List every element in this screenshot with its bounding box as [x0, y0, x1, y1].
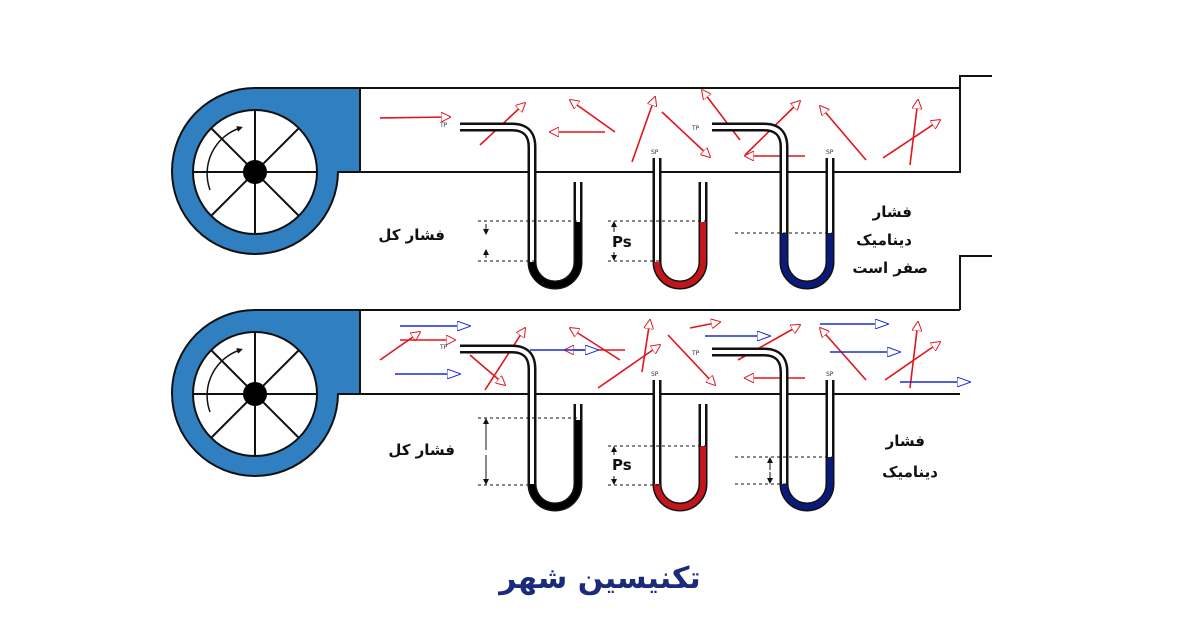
top-dynamic-label-line2: دینامیک [856, 231, 912, 249]
top-dynamic-label-line1: فشار [872, 203, 912, 221]
top-sp-tag: SP [651, 149, 659, 156]
bottom-dynamic-pressure-manometer: TP SP [691, 347, 835, 512]
top-tp-tag: TP [439, 122, 448, 129]
top-total-pressure-label: فشار کل [378, 226, 445, 244]
top-sp-tag-2: SP [826, 149, 834, 156]
bottom-dynamic-label-line1: فشار [885, 432, 925, 450]
top-dynamic-pressure-manometer: TP SP [691, 122, 835, 290]
top-static-pressure-label: Ps [612, 233, 632, 251]
top-system: TP SP TP SP ف [171, 75, 992, 290]
top-total-pressure-manometer: TP [439, 122, 583, 290]
bottom-tp-tag: TP [439, 344, 448, 351]
bottom-fan [171, 309, 361, 477]
top-level-guides [478, 220, 832, 262]
bottom-total-pressure-label: فشار کل [388, 441, 455, 459]
brand-logo-text: تکنیسین شهر [497, 561, 700, 596]
bottom-random-arrows [379, 320, 940, 391]
top-static-pressure-manometer: SP [651, 149, 708, 290]
bottom-level-guides [478, 417, 832, 486]
bottom-flow-arrows [395, 324, 970, 382]
bottom-system: TP SP TP SP [171, 255, 992, 512]
bottom-static-pressure-manometer: SP [651, 371, 708, 512]
bottom-sp-tag: SP [651, 371, 659, 378]
top-duct [359, 75, 992, 173]
bottom-static-pressure-label: Ps [612, 456, 632, 474]
bottom-total-pressure-manometer: TP [439, 344, 583, 512]
top-dynamic-label-line3: صفر است [852, 259, 928, 277]
bottom-sp-tag-2: SP [826, 371, 834, 378]
top-tp-tag-2: TP [691, 125, 700, 132]
bottom-dynamic-label-line2: دینامیک [882, 463, 938, 481]
bottom-tp-tag-2: TP [691, 350, 700, 357]
top-fan [171, 87, 361, 255]
